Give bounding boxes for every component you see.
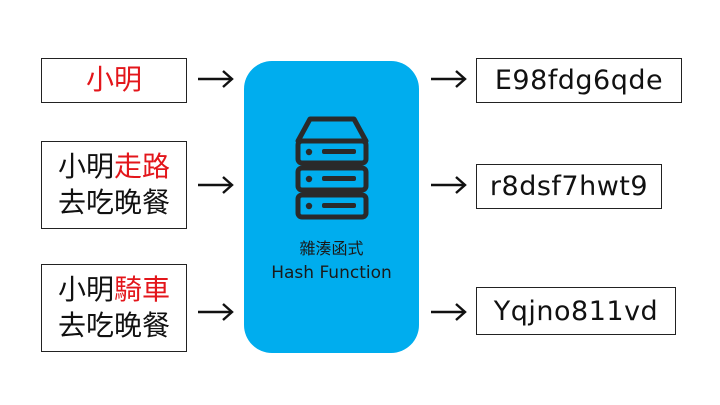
input-box-3: 小明騎車 去吃晚餐 xyxy=(41,264,187,352)
hash-function-block: 雜湊函式 Hash Function xyxy=(244,61,419,353)
input-2-part-2: 走路 xyxy=(114,149,171,183)
arrow-right-icon xyxy=(198,303,234,321)
input-box-1: 小明 xyxy=(41,58,187,103)
output-box-3: Yqjno811vd xyxy=(476,287,676,335)
input-box-2: 小明走路 去吃晚餐 xyxy=(41,141,187,229)
input-2-line2: 去吃晚餐 xyxy=(57,186,170,219)
input-2-line1: 小明走路 xyxy=(58,149,170,185)
output-box-2: r8dsf7hwt9 xyxy=(476,164,662,209)
input-3-line1: 小明騎車 xyxy=(58,272,170,308)
input-3-part-2: 騎車 xyxy=(114,272,171,306)
input-1-part-1: 小明 xyxy=(85,63,142,97)
arrow-right-icon xyxy=(431,303,467,321)
arrow-right-icon xyxy=(198,176,234,194)
input-1-line1: 小明 xyxy=(86,62,142,98)
output-box-1: E98fdg6qde xyxy=(476,58,682,103)
hash-function-label-zh: 雜湊函式 xyxy=(299,239,364,258)
server-stack-icon xyxy=(295,116,368,220)
hash-function-label-en: Hash Function xyxy=(271,263,392,283)
input-2-part-1: 小明 xyxy=(57,149,114,183)
arrow-right-icon xyxy=(431,70,467,88)
input-3-line2: 去吃晚餐 xyxy=(57,309,170,342)
input-3-part-1: 小明 xyxy=(57,272,114,306)
arrow-right-icon xyxy=(431,176,467,194)
arrow-right-icon xyxy=(198,70,234,88)
